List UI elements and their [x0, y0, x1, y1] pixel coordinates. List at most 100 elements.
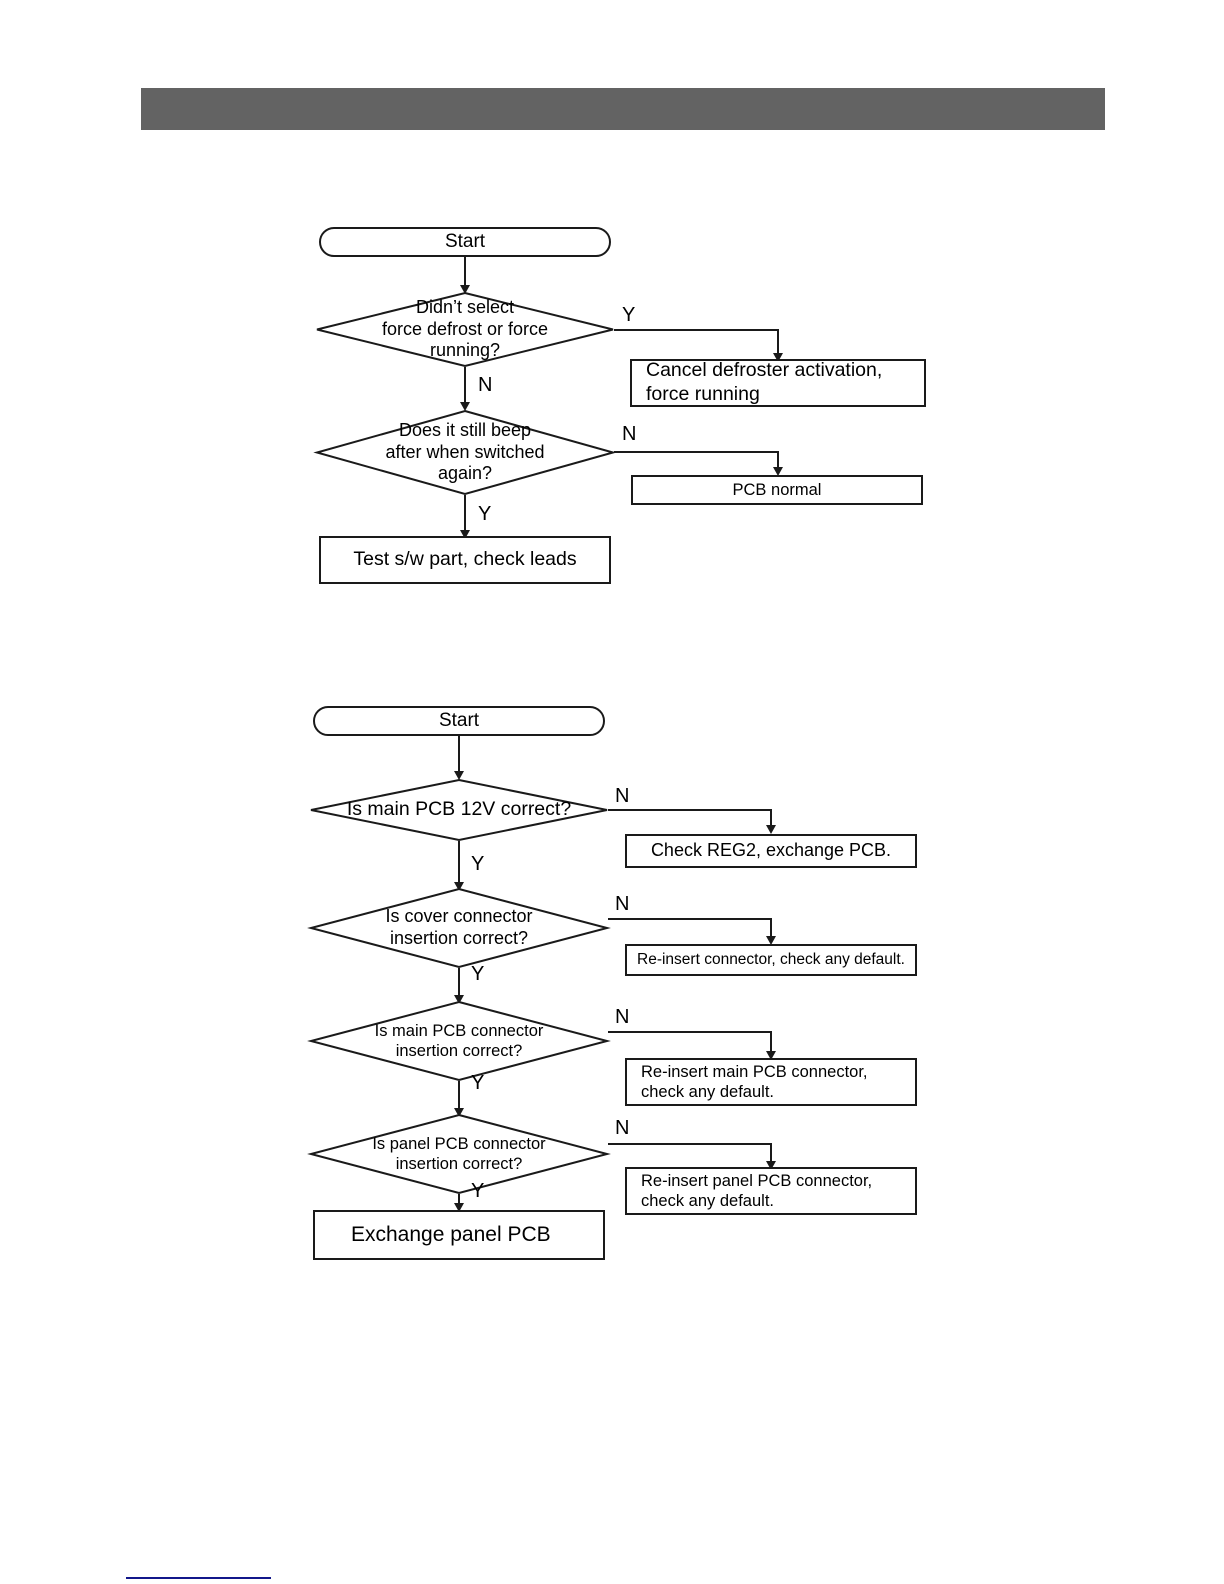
arrowhead-test-sw-part — [460, 530, 470, 539]
connector-cover-right-down — [770, 918, 772, 940]
outcome-test-sw-part: Test s/w part, check leads — [319, 536, 611, 584]
decision-line: again? — [437, 463, 493, 484]
decision-line: insertion correct? — [395, 1042, 523, 1060]
decision-line: force defrost or force — [381, 318, 549, 339]
connector-12v-right — [608, 809, 772, 811]
decision-main-pcb-connector: Is main PCB connector insertion correct? — [307, 1000, 611, 1082]
diamond-shape — [307, 1000, 611, 1082]
diamond-shape — [316, 291, 614, 368]
branch-label-n-4: N — [615, 893, 630, 915]
connector-mainconn-right-down — [770, 1031, 772, 1055]
arrowhead-decision2 — [460, 402, 470, 411]
branch-label-y-6: Y — [471, 1180, 485, 1202]
outcome-line: Cancel defroster activation, — [646, 359, 883, 382]
decision-line: Didn’t select — [415, 296, 515, 317]
start-label: Start — [444, 231, 486, 253]
decision-line: running? — [429, 340, 501, 361]
decision-panel-pcb-connector: Is panel PCB connector insertion correct… — [307, 1113, 611, 1195]
outcome-line: Exchange panel PCB — [351, 1223, 551, 1247]
outcome-line: Test s/w part, check leads — [353, 548, 577, 571]
arrowhead-reinsert-panel-connector — [766, 1161, 776, 1170]
arrowhead-decision-main-connector — [454, 995, 464, 1004]
decision-text: Is main PCB connector insertion correct? — [346, 1021, 572, 1061]
arrowhead-check-reg2 — [766, 825, 776, 834]
connector-decision2-right — [614, 451, 779, 453]
connector-decision2-to-test — [464, 495, 466, 533]
diamond-shape — [307, 887, 611, 969]
outcome-line: PCB normal — [732, 480, 822, 499]
outcome-check-reg2: Check REG2, exchange PCB. — [625, 834, 917, 868]
decision-text: Is panel PCB connector insertion correct… — [346, 1134, 572, 1174]
decision-line: Is main PCB connector — [374, 1021, 544, 1040]
branch-label-n-1: N — [478, 374, 493, 396]
arrowhead-decision1 — [460, 285, 470, 294]
outcome-exchange-panel-pcb: Exchange panel PCB — [313, 1210, 605, 1260]
branch-label-y-4: Y — [471, 963, 485, 985]
connector-mainconn-right — [608, 1031, 772, 1033]
decision-cover-connector: Is cover connector insertion correct? — [307, 887, 611, 969]
outcome-reinsert-connector: Re-insert connector, check any default. — [625, 944, 917, 976]
decision-text: Is main PCB 12V correct? — [322, 798, 596, 822]
arrowhead-pcb-normal — [773, 467, 783, 476]
connector-panelconn-right-down — [770, 1143, 772, 1165]
outcome-line: Re-insert connector, check any default. — [637, 950, 905, 968]
outcome-line: Re-insert panel PCB connector, — [641, 1171, 873, 1190]
connector-cover-right — [608, 918, 772, 920]
decision-text: Is cover connector insertion correct? — [346, 906, 572, 950]
arrowhead-cancel-defroster — [773, 353, 783, 362]
outcome-text: Re-insert panel PCB connector, check any… — [641, 1171, 872, 1211]
diamond-shape — [313, 409, 617, 496]
branch-label-n-2: N — [622, 423, 637, 445]
decision-line: after when switched — [385, 441, 545, 462]
decision-line: Does it still beep — [398, 419, 532, 440]
arrowhead-decision-panel-connector — [454, 1108, 464, 1117]
arrowhead-exchange-panel-pcb — [454, 1203, 464, 1212]
branch-label-y-3: Y — [471, 853, 485, 875]
outcome-line: Re-insert main PCB connector, — [641, 1062, 868, 1081]
outcome-reinsert-main-pcb-connector: Re-insert main PCB connector, check any … — [625, 1058, 917, 1106]
start-label: Start — [438, 710, 480, 732]
outcome-reinsert-panel-pcb-connector: Re-insert panel PCB connector, check any… — [625, 1167, 917, 1215]
start-terminator-1: Start — [319, 227, 611, 257]
connector-panelconn-right — [608, 1143, 772, 1145]
arrowhead-decision-cover — [454, 882, 464, 891]
branch-label-n-3: N — [615, 785, 630, 807]
footer-rule — [126, 1577, 271, 1579]
outcome-text: Re-insert main PCB connector, check any … — [641, 1062, 868, 1102]
decision-line: insertion correct? — [389, 928, 529, 948]
diamond-shape — [307, 1113, 611, 1195]
outcome-line: check any default. — [641, 1192, 774, 1210]
branch-label-y-2: Y — [478, 503, 492, 525]
start-terminator-2: Start — [313, 706, 605, 736]
outcome-text: Cancel defroster activation, force runni… — [646, 359, 882, 407]
connector-panelconn-to-exchange — [458, 1194, 460, 1206]
connector-12v-right-down — [770, 809, 772, 829]
connector-12v-to-cover — [458, 841, 460, 885]
decision-didnt-select-force: Didn’t select force defrost or force run… — [316, 291, 614, 368]
connector-decision1-right — [614, 329, 779, 331]
decision-line: Is cover connector — [385, 906, 533, 927]
decision-line: insertion correct? — [395, 1155, 523, 1173]
connector-decision1-to-decision2 — [464, 367, 466, 405]
branch-label-n-6: N — [615, 1117, 630, 1139]
arrowhead-reinsert-main-connector — [766, 1051, 776, 1060]
decision-text: Didn’t select force defrost or force run… — [352, 297, 578, 363]
connector-cover-to-mainconn — [458, 968, 460, 998]
connector-decision2-right-down — [777, 451, 779, 471]
outcome-line: check any default. — [641, 1083, 774, 1101]
branch-label-y-5: Y — [471, 1072, 485, 1094]
connector-start-to-decision1 — [464, 257, 466, 288]
connector-start2-to-decision1 — [458, 736, 460, 774]
decision-main-pcb-12v: Is main PCB 12V correct? — [310, 778, 608, 842]
header-band — [141, 88, 1105, 130]
outcome-line: force running — [646, 383, 760, 405]
arrowhead-reinsert-connector — [766, 936, 776, 945]
decision-text: Does it still beep after when switched a… — [352, 420, 578, 486]
outcome-pcb-normal: PCB normal — [631, 475, 923, 505]
connector-decision1-right-down — [777, 329, 779, 357]
diamond-shape — [310, 778, 608, 842]
decision-line: Is panel PCB connector — [372, 1134, 546, 1153]
branch-label-n-5: N — [615, 1006, 630, 1028]
decision-still-beep: Does it still beep after when switched a… — [313, 409, 617, 496]
